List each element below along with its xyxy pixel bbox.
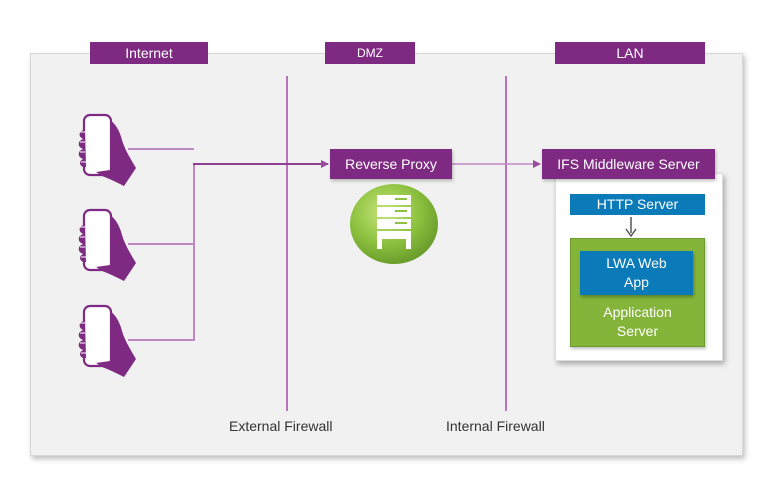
external-firewall-label: External Firewall (229, 418, 333, 434)
zone-lan-label: LAN (555, 42, 705, 64)
middleware-server-box: IFS Middleware Server (542, 149, 715, 179)
external-firewall-line (286, 76, 288, 411)
connector-phone-3 (128, 339, 194, 341)
lwa-web-app-box: LWA Web App (580, 251, 693, 295)
zone-dmz-label: DMZ (325, 42, 415, 64)
server-rack-icon (350, 184, 438, 264)
mobile-hand-icon (78, 208, 136, 281)
mobile-hand-icon (78, 113, 136, 186)
internal-firewall-line (505, 76, 507, 411)
http-server-box: HTTP Server (570, 194, 705, 215)
internal-firewall-label: Internal Firewall (446, 418, 545, 434)
lwa-web-app-label: LWA Web App (606, 255, 667, 290)
arrow-down-icon (625, 217, 637, 238)
connector-trunk (193, 163, 195, 341)
connector-phone-2 (128, 243, 194, 245)
mobile-hand-icon (78, 304, 136, 377)
application-server-label: Application Server (603, 304, 672, 339)
zone-internet-label: Internet (90, 42, 208, 64)
reverse-proxy-box: Reverse Proxy (330, 149, 452, 179)
connector-phone-1 (128, 148, 194, 150)
